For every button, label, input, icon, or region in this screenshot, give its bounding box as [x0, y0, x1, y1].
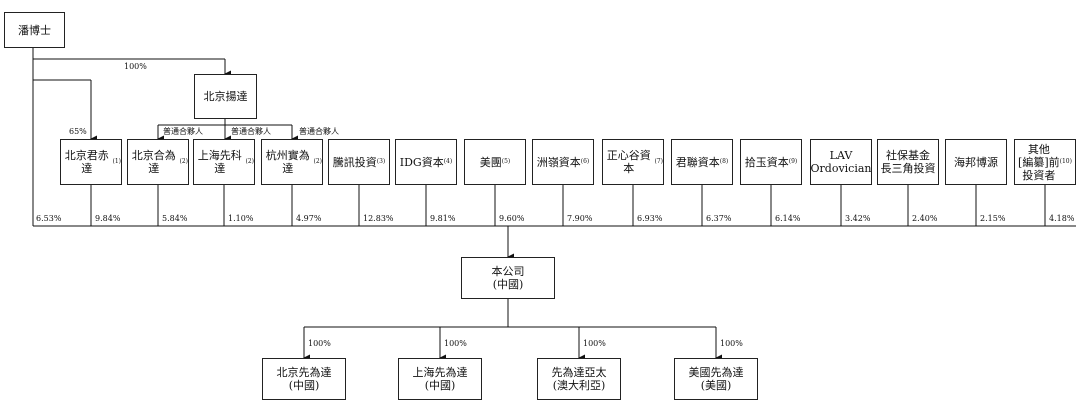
shareholder-box: LAV Ordovician [810, 139, 872, 185]
shareholder-note: (8) [719, 158, 729, 165]
shareholder-name: 拾玉資本 [744, 155, 789, 169]
shareholder-box: 拾玉資本(9) [740, 139, 802, 185]
shareholder-note: (6) [580, 158, 590, 165]
founder-to-beijing-pct: 100% [124, 62, 147, 71]
shareholder-note: (2) [245, 158, 255, 165]
subsidiary-pct: 100% [444, 339, 467, 348]
shareholder-name: 美團 [479, 155, 502, 169]
shareholder-box: 北京合為達(2) [127, 139, 189, 185]
shareholder-name: IDG資本 [399, 155, 444, 169]
shareholder-box: 騰訊投資(3) [328, 139, 390, 185]
shareholder-name: 君聯資本 [675, 155, 720, 169]
shareholder-box: 北京君赤達(1) [60, 139, 122, 185]
beijing-yangda-box: 北京揚達 [194, 74, 257, 119]
shareholding-pct: 2.40% [912, 214, 938, 223]
shareholder-name: 洲嶺資本 [536, 155, 581, 169]
shareholder-note: (5) [501, 158, 511, 165]
shareholding-pct: 2.15% [980, 214, 1006, 223]
shareholding-pct: 4.18% [1049, 214, 1075, 223]
founder-to-junchi-pct: 65% [69, 127, 87, 136]
shareholder-name: 杭州實為達 [265, 149, 310, 175]
founder-box: 潘博士 [4, 12, 65, 48]
shareholding-pct: 6.37% [706, 214, 732, 223]
shareholding-pct: 6.93% [637, 214, 663, 223]
shareholder-box: 其他 [編纂]前 投資者(10) [1014, 139, 1076, 185]
shareholder-name: 北京君赤達 [64, 149, 109, 175]
shareholder-box: 上海先科達(2) [193, 139, 255, 185]
shareholder-name: 北京合為達 [131, 149, 176, 175]
shareholder-box: 社保基金 長三角投資 [877, 139, 939, 185]
company-box: 本公司 (中國) [461, 257, 555, 299]
founder-direct-pct: 6.53% [36, 214, 62, 223]
shareholding-pct: 1.10% [228, 214, 254, 223]
shareholder-note: (2) [179, 158, 189, 165]
shareholder-box: 君聯資本(8) [671, 139, 733, 185]
shareholder-box: 正心谷資本(7) [602, 139, 664, 185]
shareholding-pct: 5.84% [162, 214, 188, 223]
shareholder-name: 騰訊投資 [332, 155, 377, 169]
subsidiary-pct: 100% [308, 339, 331, 348]
shareholder-note: (9) [788, 158, 798, 165]
shareholder-name: 其他 [編纂]前 投資者 [1018, 142, 1060, 182]
shareholding-pct: 9.81% [430, 214, 456, 223]
shareholder-note: (2) [313, 158, 323, 165]
shareholding-pct: 12.83% [363, 214, 394, 223]
shareholder-name: LAV Ordovician [810, 149, 872, 175]
shareholder-note: (4) [443, 158, 453, 165]
subsidiary-box: 先為達亞太 (澳大利亞) [537, 358, 621, 400]
shareholder-box: 杭州實為達(2) [261, 139, 323, 185]
shareholder-box: IDG資本(4) [395, 139, 457, 185]
shareholder-note: (10) [1059, 158, 1072, 165]
subsidiary-box: 北京先為達 (中國) [262, 358, 346, 400]
subsidiary-box: 美國先為達 (美國) [674, 358, 758, 400]
gp-label-2: 普通合夥人 [231, 127, 271, 136]
gp-label-1: 普通合夥人 [163, 127, 203, 136]
shareholder-note: (1) [112, 158, 122, 165]
subsidiary-pct: 100% [583, 339, 606, 348]
shareholding-pct: 9.84% [95, 214, 121, 223]
shareholding-pct: 3.42% [845, 214, 871, 223]
shareholding-pct: 9.60% [499, 214, 525, 223]
shareholder-box: 美團(5) [464, 139, 526, 185]
shareholding-pct: 4.97% [296, 214, 322, 223]
shareholder-box: 洲嶺資本(6) [532, 139, 594, 185]
shareholder-name: 上海先科達 [197, 149, 242, 175]
gp-label-3: 普通合夥人 [299, 127, 339, 136]
shareholder-note: (7) [654, 158, 664, 165]
subsidiary-pct: 100% [720, 339, 743, 348]
shareholder-box: 海邦博源 [945, 139, 1007, 185]
shareholding-pct: 6.14% [775, 214, 801, 223]
subsidiary-box: 上海先為達 (中國) [398, 358, 482, 400]
shareholder-name: 正心谷資本 [606, 149, 651, 175]
shareholder-name: 社保基金 長三角投資 [880, 149, 936, 175]
shareholder-note: (3) [376, 158, 386, 165]
shareholder-name: 海邦博源 [954, 155, 998, 169]
shareholding-pct: 7.90% [567, 214, 593, 223]
